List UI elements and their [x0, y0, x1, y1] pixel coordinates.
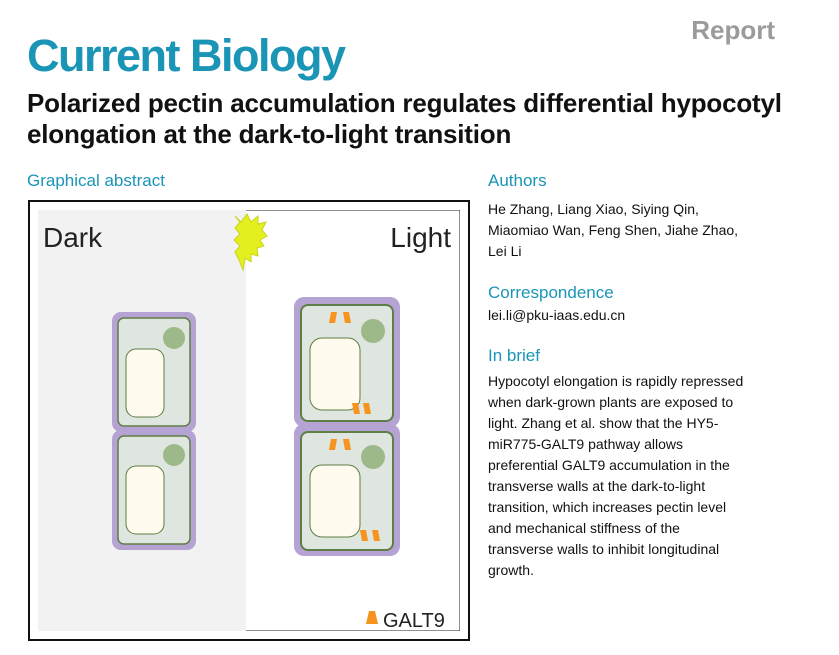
dark-cell-bottom: [112, 430, 196, 550]
galt9-legend-label: GALT9: [383, 610, 445, 631]
correspondence-email[interactable]: lei.li@pku-iaas.edu.cn: [488, 307, 626, 323]
authors-line: He Zhang, Liang Xiao, Siying Qin,: [488, 201, 699, 217]
light-cell-top: [294, 297, 400, 427]
authors-list: He Zhang, Liang Xiao, Siying Qin, Miaomi…: [488, 199, 798, 262]
graphical-abstract-illustration: Dark Light: [38, 210, 460, 631]
in-brief-line: light. Zhang et al. show that the HY5-: [488, 415, 719, 431]
light-burst-icon: [233, 213, 268, 272]
authors-line: Miaomiao Wan, Feng Shen, Jiahe Zhao,: [488, 222, 739, 238]
light-label: Light: [390, 222, 451, 253]
graphical-abstract-figure: Dark Light: [28, 200, 470, 641]
paper-title: Polarized pectin accumulation regulates …: [27, 88, 782, 149]
article-type-label: Report: [691, 15, 775, 45]
dark-cell-top: [112, 312, 196, 432]
in-brief-summary: Hypocotyl elongation is rapidly represse…: [488, 371, 788, 581]
in-brief-line: when dark-grown plants are exposed to: [488, 394, 734, 410]
light-cell-bottom: [294, 424, 400, 556]
correspondence-heading: Correspondence: [488, 283, 614, 302]
galt9-markers: [329, 312, 380, 541]
in-brief-line: transverse walls to inhibit longitudinal: [488, 541, 720, 557]
in-brief-line: and mechanical stiffness of the: [488, 520, 680, 536]
authors-line: Lei Li: [488, 243, 522, 259]
in-brief-line: preferential GALT9 accumulation in the: [488, 457, 730, 473]
graphical-abstract-heading: Graphical abstract: [27, 171, 165, 190]
dark-label: Dark: [43, 222, 103, 253]
in-brief-line: transverse walls at the dark-to-light: [488, 478, 706, 494]
in-brief-line: Hypocotyl elongation is rapidly represse…: [488, 373, 744, 389]
in-brief-line: transition, which increases pectin level: [488, 499, 727, 515]
galt9-legend-icon: [366, 611, 378, 624]
in-brief-line: growth.: [488, 562, 534, 578]
in-brief-line: miR775-GALT9 pathway allows: [488, 436, 684, 452]
in-brief-heading: In brief: [488, 346, 540, 365]
journal-name: Current Biology: [27, 30, 346, 81]
authors-heading: Authors: [488, 171, 547, 190]
